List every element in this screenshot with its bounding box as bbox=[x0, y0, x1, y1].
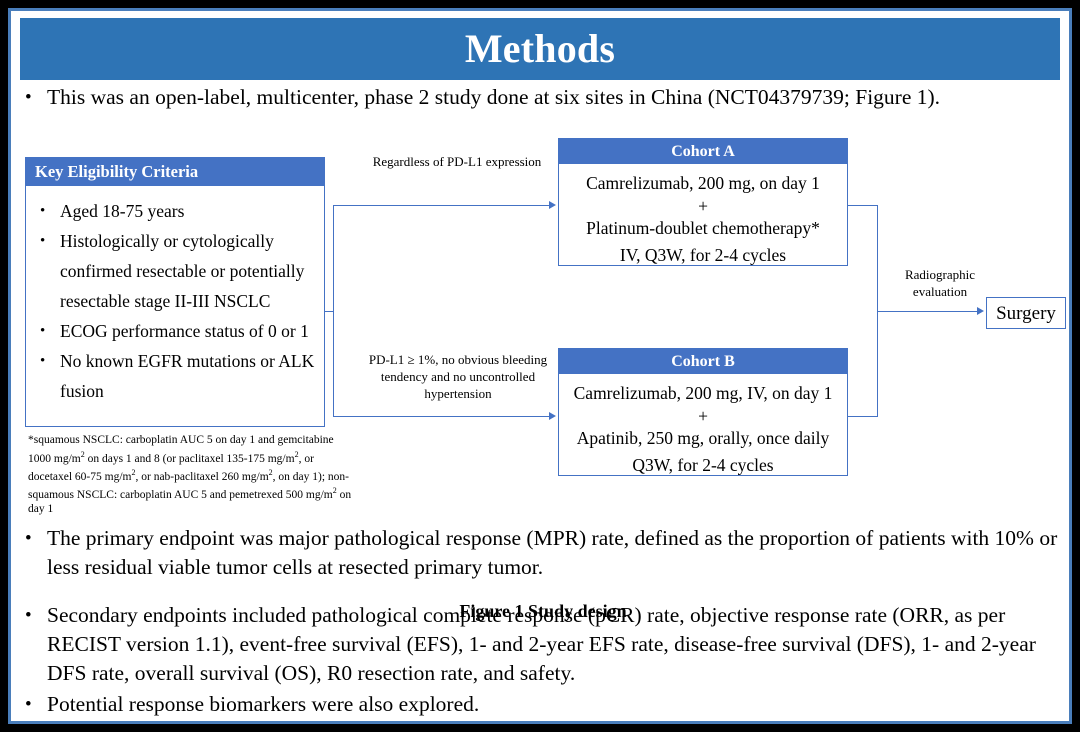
cohort-b-line-1: Camrelizumab, 200 mg, IV, on day 1 bbox=[573, 383, 833, 403]
footnote-part-4: , or nab-paclitaxel 260 mg/m bbox=[135, 470, 269, 483]
eligibility-criteria-box: Key Eligibility Criteria Aged 18-75 year… bbox=[25, 157, 325, 427]
cohort-b-body: Camrelizumab, 200 mg, IV, on day 1 + Apa… bbox=[559, 374, 847, 479]
list-item: No known EGFR mutations or ALK fusion bbox=[34, 346, 316, 406]
arrow-to-surgery bbox=[977, 307, 984, 315]
footnote-sup-4: 2 bbox=[268, 467, 273, 477]
bullet-marker: • bbox=[25, 528, 32, 549]
bullet-biomarkers: • Potential response biomarkers were als… bbox=[21, 690, 1061, 719]
surgery-box: Surgery bbox=[986, 297, 1066, 329]
footnote-sup-1: 2 bbox=[80, 449, 85, 459]
cohort-a-box: Cohort A Camrelizumab, 200 mg, on day 1 … bbox=[558, 138, 848, 266]
cohort-b-box: Cohort B Camrelizumab, 200 mg, IV, on da… bbox=[558, 348, 848, 476]
cohort-a-body: Camrelizumab, 200 mg, on day 1 + Platinu… bbox=[559, 164, 847, 269]
page-title: Methods bbox=[464, 26, 616, 71]
footnote-sup-2: 2 bbox=[294, 449, 299, 459]
footnote-part-5: , on day 1); non-squamous NSCLC: carbopl… bbox=[28, 470, 349, 501]
connector-cohort-a-out bbox=[848, 205, 878, 206]
cohort-b-line-2: + bbox=[698, 406, 708, 426]
footnote-sup-3: 2 bbox=[131, 467, 136, 477]
footnote-part-2: on days 1 and 8 (or paclitaxel 135-175 m… bbox=[84, 452, 295, 465]
label-radiographic-evaluation: Radiographic evaluation bbox=[904, 267, 976, 299]
list-item: Aged 18-75 years bbox=[34, 196, 316, 226]
arrow-to-cohort-b bbox=[549, 412, 556, 420]
list-item: Histologically or cytologically confirme… bbox=[34, 226, 316, 316]
cohort-b-title: Cohort B bbox=[559, 349, 847, 374]
cohort-a-line-1: Camrelizumab, 200 mg, on day 1 bbox=[586, 173, 820, 193]
bullet-secondary-endpoints-text: Secondary endpoints included pathologica… bbox=[47, 603, 1036, 685]
connector-to-surgery bbox=[877, 311, 979, 312]
connector-to-cohort-a bbox=[333, 205, 551, 206]
bullet-marker: • bbox=[25, 694, 32, 715]
cohort-b-line-4: Q3W, for 2-4 cycles bbox=[632, 455, 774, 475]
slide-title-band: Methods bbox=[20, 18, 1060, 80]
cohort-a-line-2: + bbox=[698, 196, 708, 216]
eligibility-title: Key Eligibility Criteria bbox=[26, 158, 324, 186]
connector-eligibility-stem bbox=[325, 311, 334, 312]
footnote-part-1: *squamous NSCLC: carboplatin AUC 5 on da… bbox=[28, 434, 334, 465]
footnote-part-6: on day 1 bbox=[28, 488, 352, 516]
footnote-part-3: , or docetaxel 60-75 mg/m bbox=[28, 452, 314, 483]
surgery-label: Surgery bbox=[996, 303, 1056, 324]
figure-caption: Figure 1 Study design bbox=[459, 601, 627, 621]
label-cohort-b-condition: PD-L1 ≥ 1%, no obvious bleeding tendency… bbox=[368, 352, 548, 401]
cohort-a-line-3: Platinum-doublet chemotherapy* bbox=[586, 218, 820, 238]
eligibility-list: Aged 18-75 years Histologically or cytol… bbox=[26, 186, 324, 406]
bullet-secondary-endpoints: • Secondary endpoints included pathologi… bbox=[21, 601, 1061, 688]
connector-cohort-b-out bbox=[848, 416, 878, 417]
list-item: ECOG performance status of 0 or 1 bbox=[34, 316, 316, 346]
slide-canvas: Methods • This was an open-label, multic… bbox=[8, 8, 1072, 724]
figure-footnote: *squamous NSCLC: carboplatin AUC 5 on da… bbox=[28, 433, 358, 517]
bullet-intro: • This was an open-label, multicenter, p… bbox=[21, 83, 1061, 112]
label-cohort-a-condition: Regardless of PD-L1 expression bbox=[372, 154, 542, 169]
cohort-a-title: Cohort A bbox=[559, 139, 847, 164]
cohort-b-line-3: Apatinib, 250 mg, orally, once daily bbox=[576, 428, 830, 448]
bullet-intro-text: This was an open-label, multicenter, pha… bbox=[47, 85, 941, 109]
bullet-biomarkers-text: Potential response biomarkers were also … bbox=[47, 692, 480, 716]
bullet-primary-endpoint-text: The primary endpoint was major pathologi… bbox=[47, 526, 1058, 579]
cohort-a-line-4: IV, Q3W, for 2-4 cycles bbox=[619, 245, 787, 265]
study-design-figure: Key Eligibility Criteria Aged 18-75 year… bbox=[11, 121, 1069, 621]
connector-to-cohort-b bbox=[333, 416, 551, 417]
footnote-sup-5: 2 bbox=[332, 486, 337, 496]
connector-branch-vertical bbox=[333, 205, 334, 417]
bullet-marker: • bbox=[25, 605, 32, 626]
bullet-marker: • bbox=[25, 87, 32, 108]
bullet-primary-endpoint: • The primary endpoint was major patholo… bbox=[21, 524, 1061, 582]
arrow-to-cohort-a bbox=[549, 201, 556, 209]
